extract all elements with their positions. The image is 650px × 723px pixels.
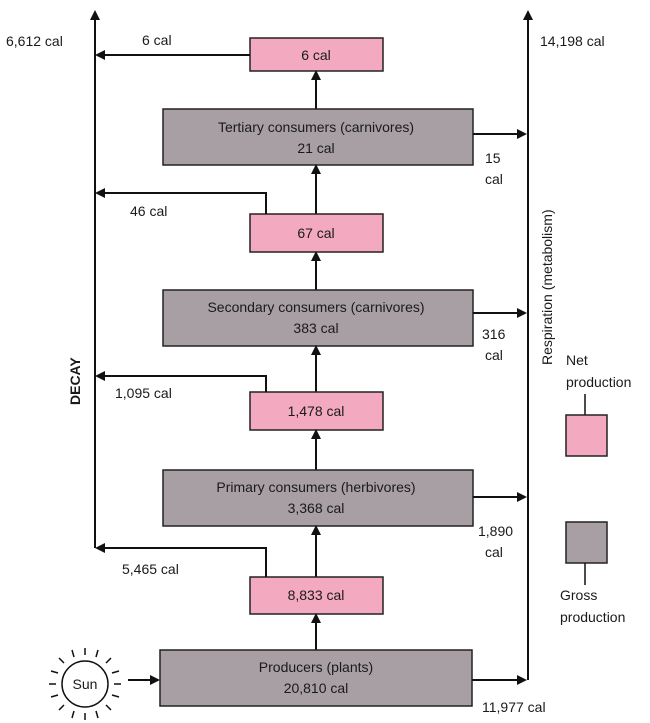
net-label-producers: 8,833 cal [288,587,345,603]
decay-total-label: 6,612 cal [6,33,63,49]
gross-box-primary [162,469,474,527]
decay-arrow-46 [95,188,267,214]
decay-arrow-1095 [95,371,267,392]
gross-box-tertiary [162,108,474,166]
tertiary-gross: 21 cal [297,140,334,156]
legend-net-swatch [565,414,608,457]
resp-label-producers: 11,977 cal [482,699,546,715]
legend-gross-line1: Gross [560,587,597,603]
resp-value-primary: 1,890 [478,523,513,539]
net-box-secondary [249,213,384,253]
sun-label: Sun [73,676,98,692]
respiration-total-label: 14,198 cal [540,33,605,49]
decay-axis-label: DECAY [67,357,83,405]
resp-value-secondary: 316 [482,326,506,342]
decay-label-6: 6 cal [142,32,172,48]
resp-unit-secondary: cal [485,347,503,363]
secondary-gross: 383 cal [293,320,338,336]
legend-gross-line2: production [560,609,625,625]
decay-label-1095: 1,095 cal [115,385,172,401]
respiration-axis-label: Respiration (metabolism) [539,209,555,365]
gross-box-producers [159,649,473,707]
resp-unit-tertiary: cal [485,171,503,187]
gross-box-secondary [162,289,474,347]
net-label-secondary: 67 cal [297,225,334,241]
legend-gross-swatch [565,521,608,564]
net-label-tertiary: 6 cal [301,47,331,63]
primary-name: Primary consumers (herbivores) [216,479,415,495]
secondary-name: Secondary consumers (carnivores) [207,299,424,315]
producers-gross: 20,810 cal [284,680,349,696]
decay-arrow-5465 [95,543,267,577]
decay-label-5465: 5,465 cal [122,561,179,577]
legend-net-line1: Net [566,352,588,368]
primary-gross: 3,368 cal [288,500,345,516]
resp-unit-primary: cal [485,544,503,560]
tertiary-name: Tertiary consumers (carnivores) [218,119,414,135]
producers-name: Producers (plants) [259,659,373,675]
sun-icon [49,648,121,720]
net-label-primary: 1,478 cal [288,403,345,419]
legend-net-line2: production [566,374,631,390]
decay-label-46: 46 cal [130,203,167,219]
resp-value-tertiary: 15 [485,150,501,166]
